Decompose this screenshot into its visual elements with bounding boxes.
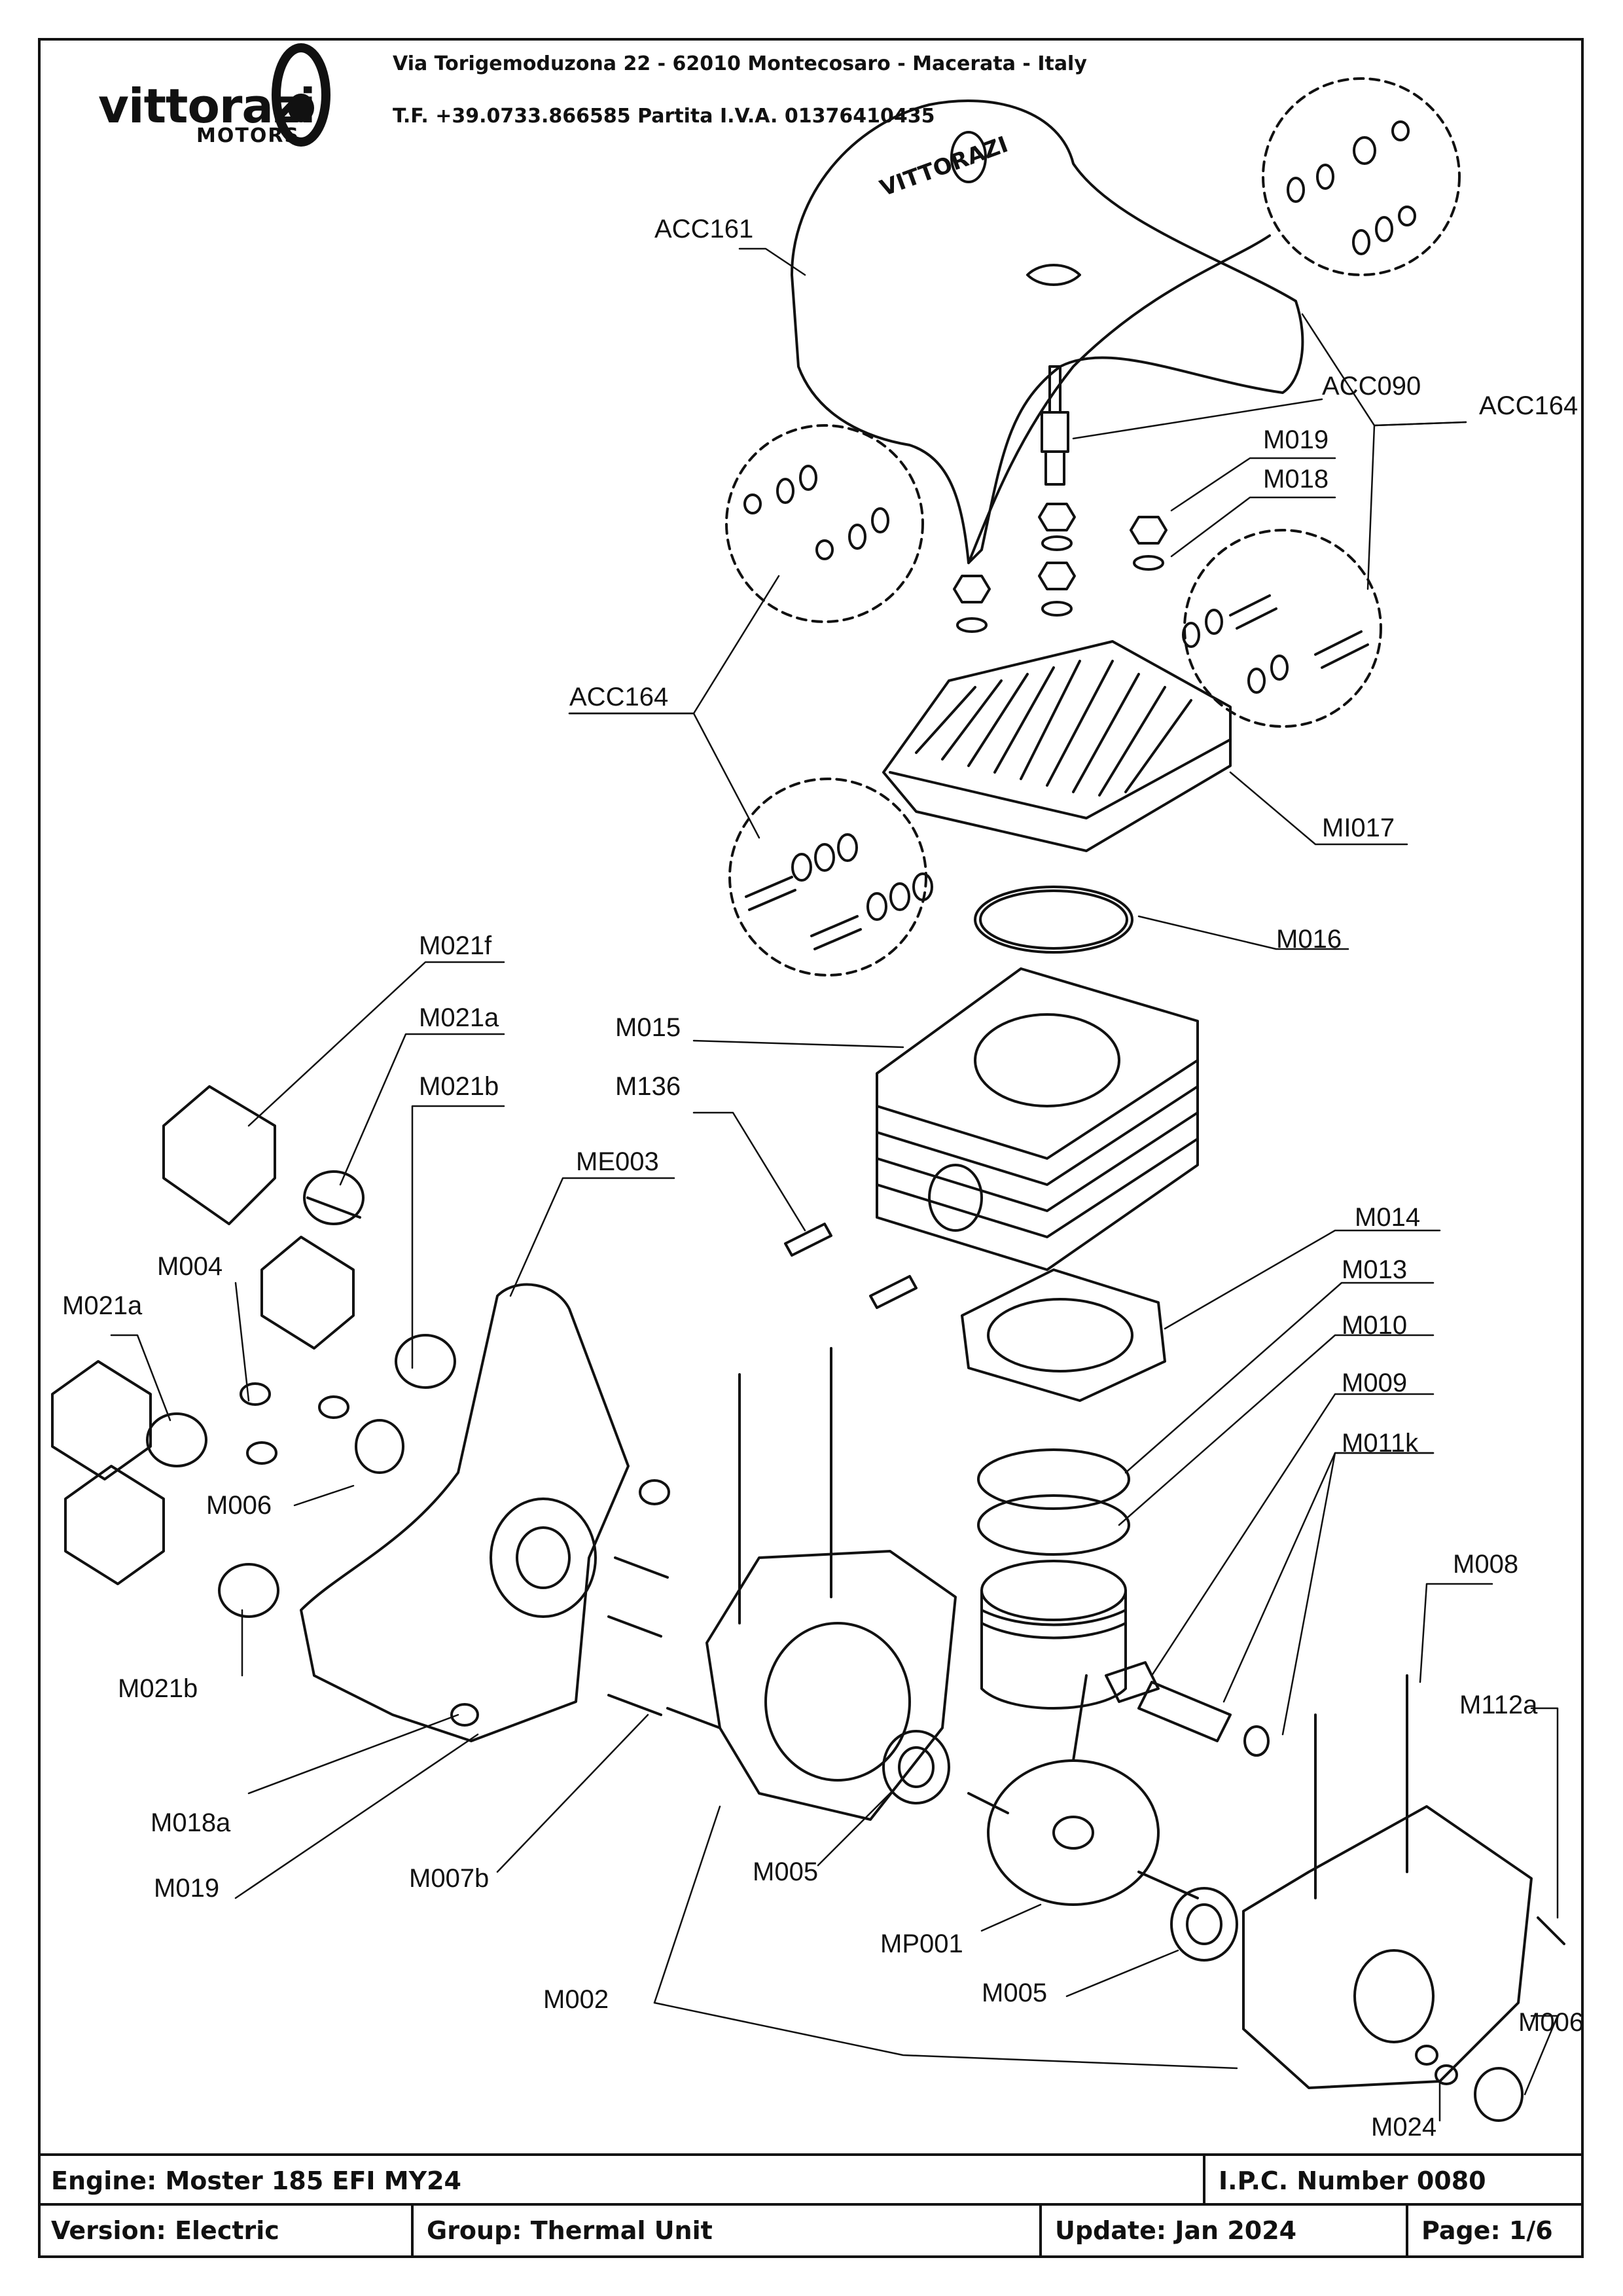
- exploded-view-drawing: VITTORAZI: [51, 77, 1565, 2122]
- label-m018a: M018a: [151, 1808, 231, 1837]
- label-m011k: M011k: [1342, 1429, 1419, 1458]
- svg-text:VITTORAZI: VITTORAZI: [876, 132, 1011, 202]
- detail-circle-lower-left: [728, 778, 927, 977]
- label-m005-left: M005: [753, 1857, 819, 1886]
- piston-part: [980, 1560, 1127, 1710]
- ipc-number-field: I.P.C. Number 0080: [1203, 2156, 1584, 2206]
- cylinder-head-part: [882, 640, 1232, 852]
- crankcase-half-right: [1242, 1674, 1533, 2089]
- label-m112a: M112a: [1459, 1691, 1538, 1719]
- main-bearing-right: [1170, 1887, 1238, 1962]
- main-bearing-left: [882, 1730, 950, 1804]
- label-m024: M024: [1371, 2113, 1437, 2142]
- label-m021a-top: M021a: [419, 1003, 499, 1032]
- cylinder-part: [876, 967, 1199, 1271]
- version-field: Version: Electric: [51, 2216, 279, 2245]
- label-m018-top: M018: [1263, 465, 1329, 493]
- group-field: Group: Thermal Unit: [411, 2206, 1039, 2255]
- label-me003: ME003: [576, 1147, 659, 1176]
- crankcase-half-left: [705, 1347, 957, 1821]
- drawing-frame: [38, 38, 1584, 2258]
- company-contact: T.F. +39.0733.866585 Partita I.V.A. 0137…: [393, 105, 935, 128]
- label-acc161: ACC161: [654, 215, 754, 243]
- label-m014: M014: [1355, 1203, 1421, 1232]
- engine-field: Engine: Moster 185 EFI MY24: [51, 2166, 461, 2195]
- title-block: Engine: Moster 185 EFI MY24 I.P.C. Numbe…: [38, 2153, 1584, 2258]
- page-field: Page: 1/6: [1406, 2206, 1584, 2255]
- label-m004: M004: [157, 1252, 223, 1281]
- label-acc164-right: ACC164: [1479, 391, 1578, 420]
- label-m021b-bottom: M021b: [118, 1674, 198, 1703]
- o-ring-part: [974, 886, 1133, 954]
- label-m007b: M007b: [409, 1864, 490, 1893]
- wrist-pin-part: [1105, 1661, 1270, 1757]
- company-address: Via Torigemoduzona 22 - 62010 Montecosar…: [393, 52, 1087, 75]
- label-mp001: MP001: [880, 1929, 963, 1958]
- label-m002: M002: [543, 1985, 609, 2014]
- label-m006-left: M006: [206, 1491, 272, 1520]
- piston-ring-lower: [977, 1494, 1130, 1556]
- update-field: Update: Jan 2024: [1039, 2206, 1406, 2255]
- dowel-pins-part: [784, 1223, 918, 1309]
- label-m016: M016: [1276, 925, 1342, 954]
- leader-lines: [110, 247, 1559, 2122]
- label-m015: M015: [615, 1013, 681, 1042]
- detail-circle-contents: [743, 120, 1416, 950]
- spark-plug-part: [1041, 365, 1069, 486]
- label-m021f: M021f: [419, 931, 492, 960]
- piston-ring-upper: [977, 1448, 1130, 1510]
- label-m019-top: M019: [1263, 425, 1329, 454]
- label-m136: M136: [615, 1072, 681, 1101]
- head-nuts-top: [953, 503, 1168, 633]
- vittorazi-logo: vittorazi MOTORS: [98, 39, 330, 151]
- base-gasket-part: [961, 1268, 1166, 1402]
- rubber-mounts: [51, 1085, 456, 1618]
- label-acc090: ACC090: [1322, 372, 1421, 401]
- label-m009: M009: [1342, 1369, 1408, 1397]
- title-block-row-2: Version: Electric Group: Thermal Unit Up…: [38, 2203, 1584, 2255]
- small-hardware: [240, 1382, 1565, 2122]
- logo-ring-icon: [272, 43, 330, 147]
- crankshaft-part: [967, 1674, 1199, 1906]
- detail-circle-top-right: [1262, 77, 1461, 276]
- label-m006-right: M006: [1518, 2008, 1584, 2037]
- cowling-part: VITTORAZI: [791, 99, 1304, 564]
- label-m021b-top: M021b: [419, 1072, 499, 1101]
- label-m008: M008: [1453, 1550, 1519, 1579]
- label-m013: M013: [1342, 1255, 1408, 1284]
- label-m021a-left: M021a: [62, 1291, 143, 1320]
- label-mi017: MI017: [1322, 814, 1395, 842]
- engine-mount-plate: [300, 1283, 630, 1742]
- label-acc164-left: ACC164: [569, 683, 669, 711]
- detail-circle-mid-left: [725, 424, 924, 623]
- label-m005-right: M005: [982, 1979, 1048, 2007]
- title-block-row-1: Engine: Moster 185 EFI MY24 I.P.C. Numbe…: [38, 2153, 1584, 2206]
- label-m010: M010: [1342, 1311, 1408, 1340]
- label-m019-bottom: M019: [154, 1874, 220, 1903]
